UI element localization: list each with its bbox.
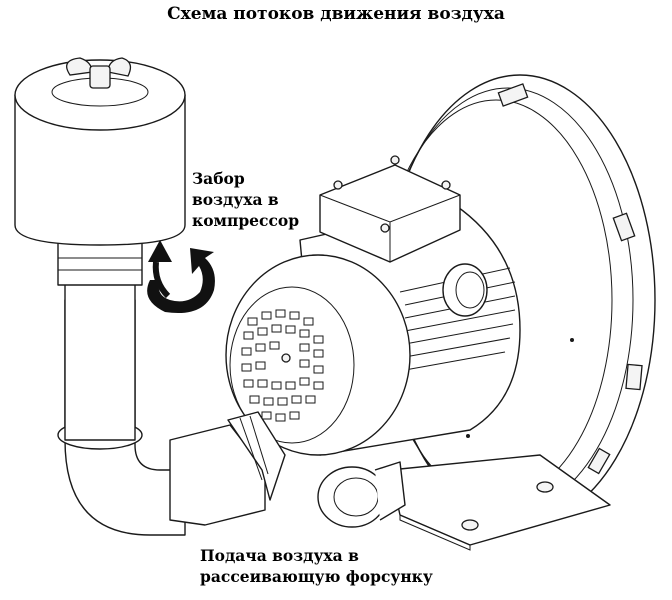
terminal-box: [319, 155, 461, 263]
intake-label: Забор воздуха в компрессор: [192, 168, 299, 231]
vertical-pipe: [57, 239, 143, 441]
intake-label-line-1: Забор: [192, 169, 245, 188]
outlet-fitting: [169, 411, 286, 526]
fan-cover: [225, 254, 411, 456]
supply-label-line-1: Подача воздуха в: [200, 546, 359, 565]
supply-label-line-2: рассеивающую форсунку: [200, 567, 433, 586]
supply-label: Подача воздуха в рассеивающую форсунку: [200, 545, 433, 587]
intake-label-line-3: компрессор: [192, 211, 300, 230]
intake-label-line-2: воздуха в: [192, 190, 279, 209]
outlet-port: [317, 461, 406, 528]
intake-filter: [14, 57, 186, 246]
curved-up-arrow-icon: [147, 240, 215, 314]
diagram-title: Схема потоков движения воздуха: [167, 4, 505, 24]
